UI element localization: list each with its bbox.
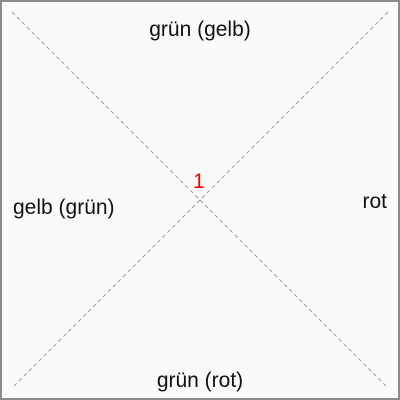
center-number-label: 1 [193,170,205,193]
diagonal-line-tr-bl [11,11,389,389]
region-label-top: grün (gelb) [149,18,251,41]
region-label-right: rot [362,190,387,213]
diagonal-line-tl-br [11,11,389,389]
region-label-bottom: grün (rot) [156,369,244,392]
region-label-left: gelb (grün) [13,196,115,219]
